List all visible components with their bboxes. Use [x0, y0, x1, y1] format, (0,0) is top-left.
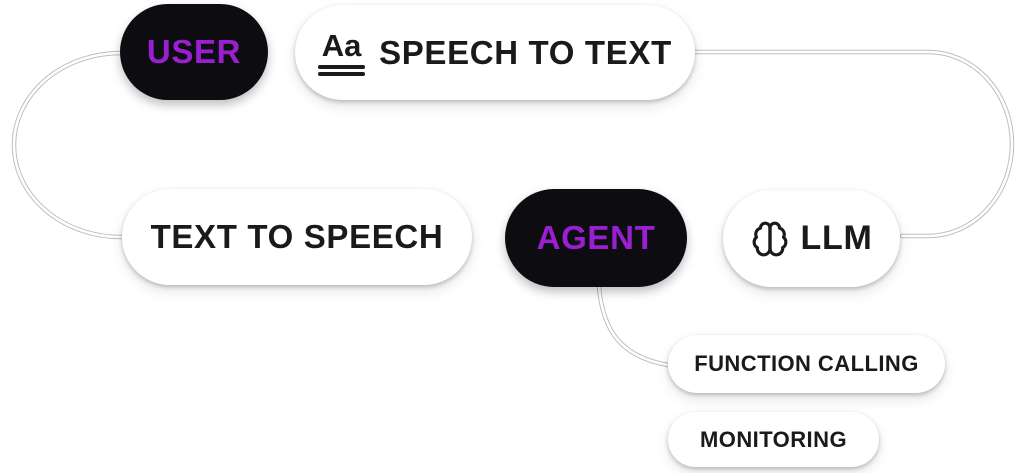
node-monitoring-label: MONITORING: [700, 426, 847, 452]
connector-user-to-text-to-speech: [11, 50, 125, 240]
text-format-icon-glyph: Aa: [321, 27, 362, 63]
text-format-icon: Aa: [318, 27, 366, 76]
connector-agent-to-function-calling: [596, 284, 671, 368]
brain-icon: [751, 220, 789, 258]
node-text-to-speech-label: TEXT TO SPEECH: [150, 218, 444, 255]
node-function-calling: FUNCTION CALLING: [668, 335, 945, 393]
node-text-to-speech: TEXT TO SPEECH: [122, 189, 472, 285]
node-llm: LLM: [723, 190, 900, 287]
node-agent-label: AGENT: [536, 219, 656, 256]
node-llm-label: LLM: [800, 219, 873, 257]
node-agent: AGENT: [505, 189, 687, 287]
node-speech-to-text: Aa SPEECH TO TEXT: [295, 5, 695, 100]
node-function-calling-label: FUNCTION CALLING: [694, 351, 919, 376]
node-user-label: USER: [146, 33, 242, 70]
node-speech-to-text-label: SPEECH TO TEXT: [379, 33, 672, 71]
node-monitoring: MONITORING: [668, 412, 879, 467]
node-user: USER: [120, 4, 268, 100]
